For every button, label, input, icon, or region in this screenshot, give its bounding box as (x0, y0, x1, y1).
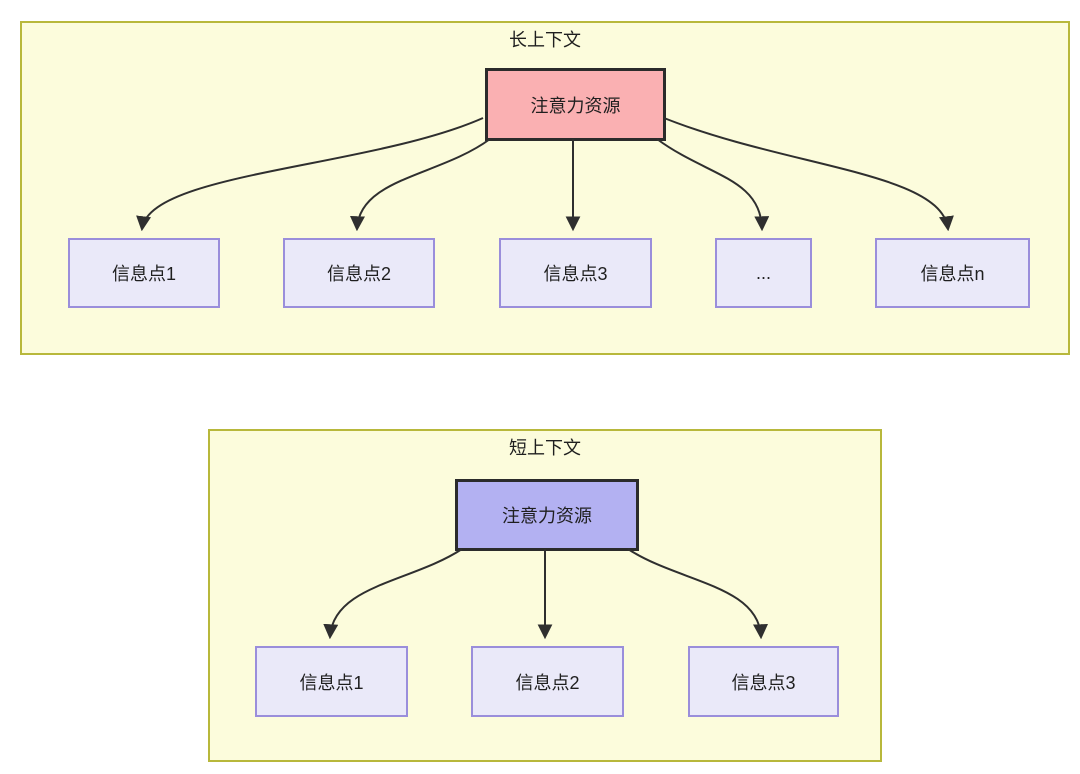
long-info-node-2: 信息点2 (283, 238, 435, 308)
short-info-node-3: 信息点3 (688, 646, 839, 717)
long-attention-node: 注意力资源 (485, 68, 666, 141)
long-context-panel: 长上下文 注意力资源 信息点1 信息点2 信息点3 ... 信息点n (20, 21, 1070, 355)
short-context-panel: 短上下文 注意力资源 信息点1 信息点2 信息点3 (208, 429, 882, 762)
long-info-node-n: 信息点n (875, 238, 1030, 308)
short-context-title: 短上下文 (509, 438, 581, 458)
long-info-node-1: 信息点1 (68, 238, 220, 308)
short-info-node-3-label: 信息点3 (731, 672, 796, 693)
long-context-title: 长上下文 (509, 30, 581, 50)
long-info-node-ellipsis-label: ... (755, 262, 771, 283)
long-info-node-1-label: 信息点1 (111, 264, 176, 284)
long-info-node-ellipsis: ... (715, 238, 812, 308)
long-info-node-2-label: 信息点2 (326, 264, 391, 284)
long-info-node-3-label: 信息点3 (543, 264, 608, 284)
short-attention-label: 注意力资源 (502, 506, 592, 526)
short-info-node-2-label: 信息点2 (515, 672, 580, 693)
long-info-node-3: 信息点3 (499, 238, 652, 308)
long-attention-label: 注意力资源 (530, 95, 621, 116)
short-info-node-1: 信息点1 (255, 646, 408, 717)
short-info-node-2: 信息点2 (471, 646, 624, 717)
short-info-node-1-label: 信息点1 (299, 672, 364, 693)
short-attention-node: 注意力资源 (455, 479, 639, 551)
long-info-node-n-label: 信息点n (920, 264, 985, 284)
